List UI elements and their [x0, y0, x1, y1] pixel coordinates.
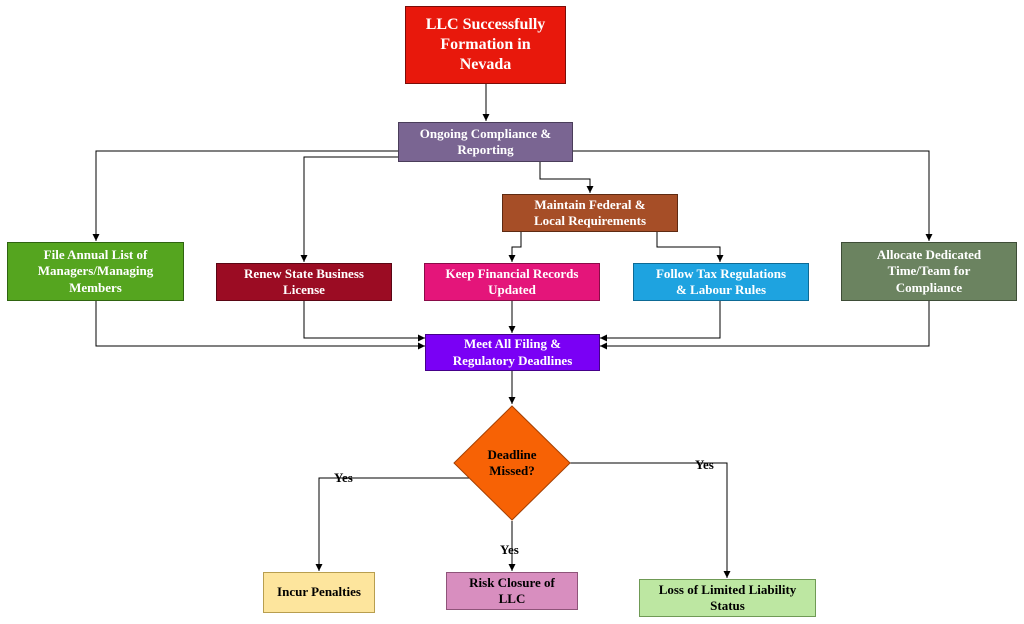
node-loss-liability: Loss of Limited Liability Status	[639, 579, 816, 617]
edge-maintain-to-records	[508, 232, 522, 262]
edge-label-yes-middle: Yes	[500, 542, 519, 557]
node-maintain-requirements-text: Maintain Federal & Local Requirements	[533, 196, 647, 228]
edge-ongoing-to-renew	[300, 156, 398, 262]
edge-maintain-to-tax	[656, 232, 724, 262]
edge-label-yes-right: Yes	[695, 457, 714, 472]
edge-renew-to-deadlines	[303, 301, 425, 342]
node-ongoing-compliance-text: Ongoing Compliance & Reporting	[419, 125, 552, 157]
node-financial-records-text: Keep Financial Records Updated	[445, 265, 579, 297]
edge-tax-to-deadlines	[600, 301, 721, 342]
node-allocate-team-text: Allocate Dedicated Time/Team for Complia…	[876, 247, 982, 295]
edge-ongoing-to-maintain	[539, 162, 594, 193]
node-deadline-missed-text: Deadline Missed?	[487, 446, 537, 478]
node-incur-penalties-text: Incur Penalties	[277, 584, 361, 600]
node-file-annual-list-text: File Annual List of Managers/Managing Me…	[37, 247, 154, 295]
node-llc-formation-text: LLC Successfully Formation in Nevada	[425, 16, 546, 73]
edge-allocate-to-deadlines	[600, 301, 930, 350]
node-risk-closure-text: Risk Closure of LLC	[469, 574, 555, 606]
edge-label-yes-left: Yes	[334, 470, 353, 485]
node-file-annual-list: File Annual List of Managers/Managing Me…	[7, 242, 184, 301]
node-tax-regulations: Follow Tax Regulations & Labour Rules	[633, 263, 809, 301]
node-meet-deadlines-text: Meet All Filing & Regulatory Deadlines	[452, 336, 573, 368]
node-incur-penalties: Incur Penalties	[263, 572, 375, 613]
edge-ongoing-to-allocate	[573, 150, 933, 241]
node-renew-license-text: Renew State Business License	[244, 265, 364, 297]
node-loss-liability-text: Loss of Limited Liability Status	[658, 581, 797, 613]
node-tax-regulations-text: Follow Tax Regulations & Labour Rules	[655, 265, 787, 297]
edge-annual-to-deadlines	[95, 301, 425, 350]
node-meet-deadlines: Meet All Filing & Regulatory Deadlines	[425, 334, 600, 371]
node-maintain-requirements: Maintain Federal & Local Requirements	[502, 194, 678, 232]
node-allocate-team: Allocate Dedicated Time/Team for Complia…	[841, 242, 1017, 301]
edge-decision-to-liability	[569, 462, 731, 578]
edge-ongoing-to-annual	[92, 150, 398, 241]
node-risk-closure: Risk Closure of LLC	[446, 572, 578, 610]
node-financial-records: Keep Financial Records Updated	[424, 263, 600, 301]
node-deadline-missed: Deadline Missed?	[473, 443, 551, 483]
decision-diamond	[453, 405, 571, 521]
node-renew-license: Renew State Business License	[216, 263, 392, 301]
edge-decision-to-penalties	[315, 477, 473, 571]
node-llc-formation: LLC Successfully Formation in Nevada	[405, 6, 566, 84]
node-ongoing-compliance: Ongoing Compliance & Reporting	[398, 122, 573, 162]
